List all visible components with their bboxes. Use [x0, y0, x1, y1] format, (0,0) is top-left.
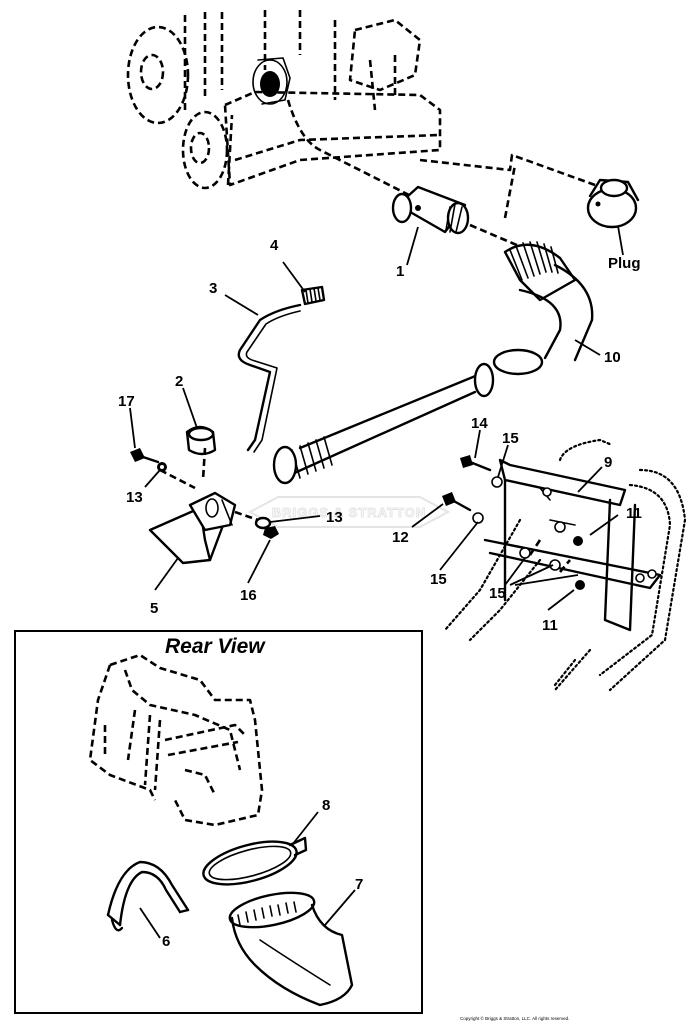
part-10-hose	[272, 241, 594, 485]
callout-15-left: 15	[430, 571, 447, 588]
callout-8: 8	[322, 797, 330, 814]
part-plug	[586, 178, 640, 229]
part-2-bushing	[185, 425, 217, 456]
callout-2: 2	[175, 373, 183, 390]
callout-6: 6	[162, 933, 170, 950]
part-7-elbow	[228, 891, 354, 1007]
leader-lines	[129, 225, 624, 611]
hardware-16-nut	[263, 526, 279, 539]
callout-12: 12	[392, 529, 409, 546]
callout-13-right: 13	[326, 509, 343, 526]
callout-11-top: 11	[626, 505, 642, 522]
watermark-text: BRIGGS & STRATTON	[272, 505, 426, 520]
rear-view-inset: Rear View	[14, 630, 423, 1014]
callout-7: 7	[355, 876, 363, 893]
callout-1: 1	[396, 263, 404, 280]
callout-3: 3	[209, 280, 217, 297]
callout-4: 4	[270, 237, 279, 254]
copyright-notice: Copyright © Briggs & Stratton, LLC. All …	[460, 1015, 569, 1021]
hardware-9-bolts-washers	[442, 455, 585, 590]
part-8-clamp	[202, 836, 308, 886]
callout-14: 14	[471, 415, 488, 432]
callout-10: 10	[604, 349, 621, 366]
inset-title: Rear View	[165, 635, 266, 658]
callout-numbers: 1 Plug 10 4 3 2 17 13 13 5 16 14 15 9 11…	[118, 237, 642, 634]
part-9-bracket	[483, 458, 662, 632]
callout-9: 9	[604, 454, 612, 471]
callout-11-bottom: 11	[542, 617, 558, 634]
callout-plug: Plug	[608, 255, 641, 272]
part-3-rod	[237, 303, 302, 453]
hardware-17-bolt	[130, 448, 160, 464]
callout-5: 5	[150, 600, 158, 617]
part-5-deflector	[148, 491, 237, 565]
hardware-13-nut-left	[157, 462, 167, 472]
part-6-gasket	[106, 860, 190, 932]
callout-15-top: 15	[502, 430, 519, 447]
mower-engine-outline	[126, 10, 596, 257]
callout-13-left: 13	[126, 489, 143, 506]
callout-17: 17	[118, 393, 135, 410]
hardware-dashed-path-2	[201, 447, 207, 481]
hardware-dashed-path	[159, 468, 259, 522]
part-4-knob	[300, 285, 326, 306]
callout-15-bottom: 15	[489, 585, 506, 602]
callout-16: 16	[240, 587, 257, 604]
hardware-13-washer-right	[254, 516, 272, 530]
part-1-adapter	[391, 185, 470, 235]
rear-view-housing	[88, 653, 264, 827]
